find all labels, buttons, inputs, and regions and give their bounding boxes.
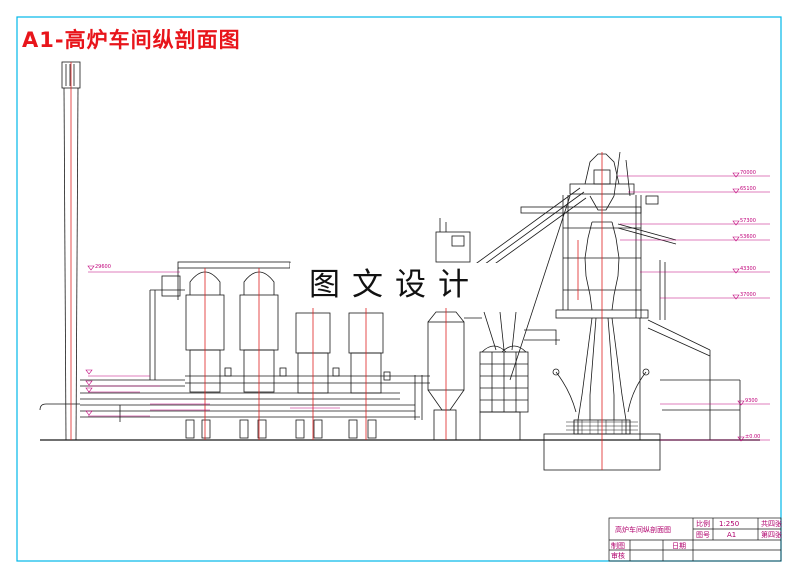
- elevation-65100: 65100: [740, 186, 756, 192]
- furnace-body: [573, 221, 631, 435]
- watermark-text: 图文设计: [290, 263, 500, 307]
- title-block-sheet-total: 共四张: [761, 519, 782, 528]
- title-block-scale: 1:250: [719, 520, 739, 528]
- elevation-70000: 70000: [740, 170, 756, 176]
- furnace-side-trusses: [524, 195, 711, 440]
- drawing-title: A1-高炉车间纵剖面图: [22, 28, 241, 52]
- stove-valves: [185, 367, 391, 439]
- elevation-57300: 57300: [740, 218, 756, 224]
- title-block-sheet-index: 第四张: [761, 530, 782, 539]
- title-block-number-label: 图号: [696, 531, 710, 539]
- elevation-53600: 53600: [740, 234, 756, 240]
- cast-house-right: [660, 379, 741, 440]
- charging-building: [479, 311, 529, 441]
- flue-ducts: [39, 289, 430, 422]
- title-block-scale-label: 比例: [696, 519, 710, 528]
- title-block-checked-by-label: 审核: [611, 551, 625, 560]
- stove-platform: [161, 261, 291, 300]
- drawing-frame: [16, 16, 782, 562]
- elevation-29600: 29600: [95, 264, 111, 270]
- dust-catcher: [427, 311, 482, 441]
- elevation-9300: 9300: [745, 398, 758, 404]
- tuyere-stock: [552, 368, 650, 413]
- elevation-ground: ±0.00: [745, 434, 760, 440]
- annotation-leaders: [88, 175, 770, 441]
- title-block-drawing-name: 高炉车间纵剖面图: [615, 525, 671, 534]
- title-block: [608, 517, 782, 562]
- title-block-date-label: 日期: [672, 542, 686, 550]
- furnace-top: [584, 151, 631, 211]
- centerlines: [70, 62, 603, 470]
- elevation-37000: 37000: [740, 292, 756, 298]
- elevation-markers: [85, 172, 745, 442]
- elevation-43300: 43300: [740, 266, 756, 272]
- furnace-tower: [509, 183, 661, 471]
- title-block-drawn-by-label: 制图: [611, 541, 625, 550]
- title-block-number: A1: [727, 531, 736, 539]
